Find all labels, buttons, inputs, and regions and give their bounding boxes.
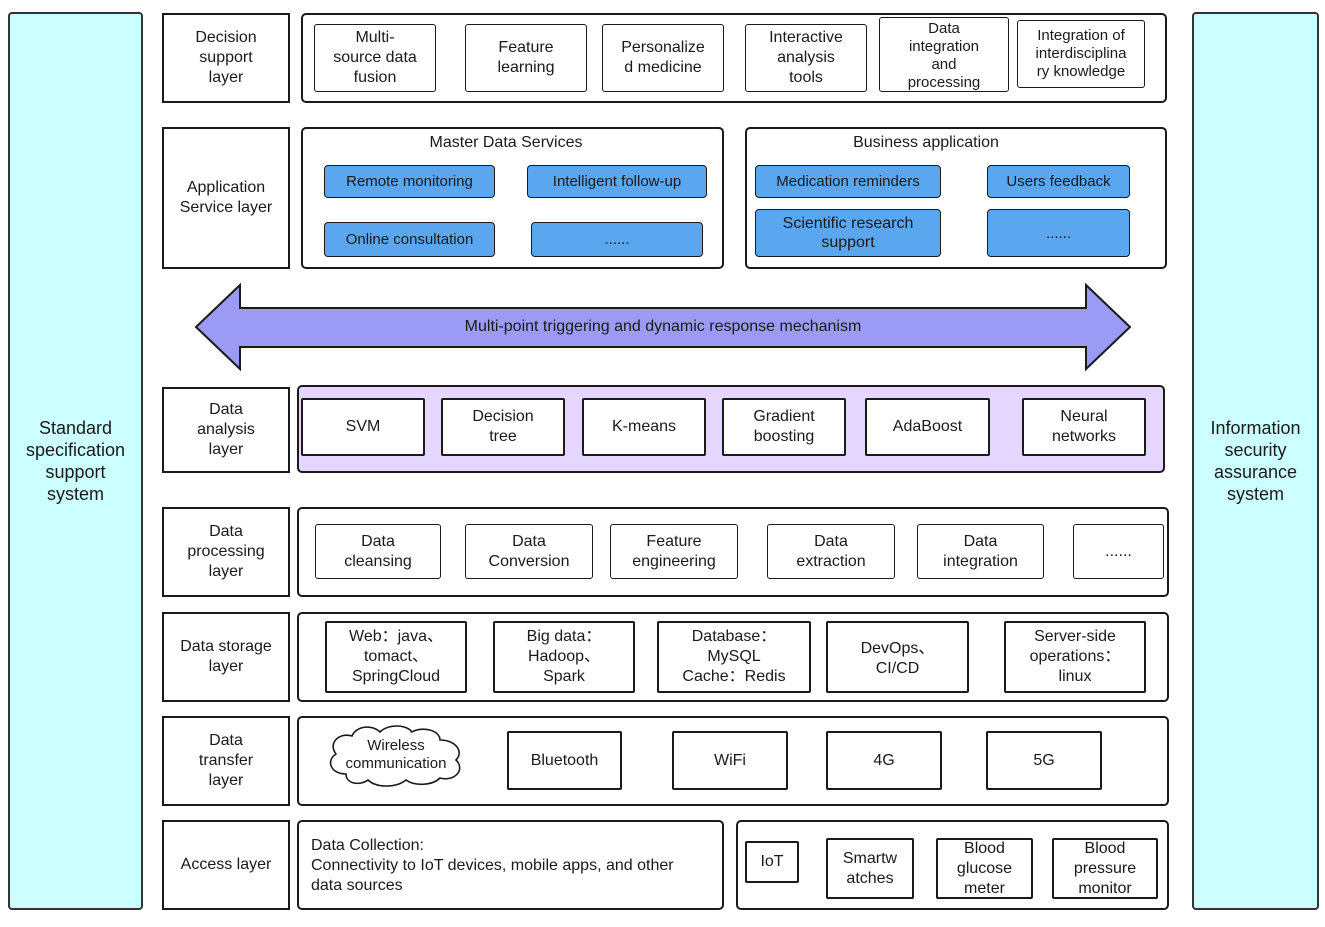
transfer-protocol: Bluetooth xyxy=(507,731,622,790)
wireless-communication-label: Wireless communication xyxy=(345,737,447,772)
cloud-icon xyxy=(329,725,461,787)
mechanism-label: Multi-point triggering and dynamic respo… xyxy=(464,318,862,335)
storage-technology: Server-side operations： linux xyxy=(1004,621,1146,693)
decision-item: Multi- source data fusion xyxy=(314,24,436,92)
storage-technology: Big data： Hadoop、 Spark xyxy=(493,621,635,693)
data-processing-layer-label: Data processing layer xyxy=(162,507,290,597)
double-arrow-icon xyxy=(194,282,1132,372)
analysis-algorithm: K-means xyxy=(582,398,706,456)
master-service-item: Online consultation xyxy=(324,222,495,257)
decision-item: Data integration and processing xyxy=(879,17,1009,92)
processing-step: Data integration xyxy=(917,524,1044,579)
analysis-algorithm: Decision tree xyxy=(441,398,565,456)
decision-support-layer-label: Decision support layer xyxy=(162,13,290,103)
analysis-algorithm: Neural networks xyxy=(1022,398,1146,456)
access-device: Smartw atches xyxy=(826,838,914,899)
processing-step: ...... xyxy=(1073,524,1164,579)
access-device: IoT xyxy=(745,841,799,883)
access-device: Blood pressure monitor xyxy=(1052,838,1158,899)
access-device: Blood glucose meter xyxy=(936,838,1033,899)
master-service-item: Remote monitoring xyxy=(324,165,495,198)
decision-item: Personalize d medicine xyxy=(602,24,724,92)
data-collection-panel xyxy=(297,820,724,910)
storage-technology: Database： MySQL Cache：Redis xyxy=(657,621,811,693)
decision-item: Integration of interdisciplina ry knowle… xyxy=(1017,20,1145,88)
storage-technology: DevOps、 CI/CD xyxy=(826,621,969,693)
master-data-services-title: Master Data Services xyxy=(429,134,583,151)
business-application-title: Business application xyxy=(853,134,999,151)
information-security-pillar: Information security assurance system xyxy=(1192,12,1319,910)
processing-step: Data Conversion xyxy=(465,524,593,579)
business-application-item: ...... xyxy=(987,209,1130,257)
business-application-item: Users feedback xyxy=(987,165,1130,198)
analysis-algorithm: Gradient boosting xyxy=(722,398,846,456)
analysis-algorithm: SVM xyxy=(301,398,425,456)
processing-step: Data cleansing xyxy=(315,524,441,579)
data-transfer-layer-label: Data transfer layer xyxy=(162,716,290,806)
master-service-item: ...... xyxy=(531,222,703,257)
standard-specification-pillar: Standard specification support system xyxy=(8,12,143,910)
decision-item: Interactive analysis tools xyxy=(745,24,867,92)
transfer-protocol: WiFi xyxy=(672,731,788,790)
business-application-item: Medication reminders xyxy=(755,165,941,198)
data-collection-text: Data Collection: Connectivity to IoT dev… xyxy=(311,837,674,894)
data-analysis-layer-label: Data analysis layer xyxy=(162,387,290,473)
decision-item: Feature learning xyxy=(465,24,587,92)
data-storage-layer-label: Data storage layer xyxy=(162,612,290,702)
transfer-protocol: 5G xyxy=(986,731,1102,790)
analysis-algorithm: AdaBoost xyxy=(865,398,990,456)
processing-step: Data extraction xyxy=(767,524,895,579)
master-service-item: Intelligent follow-up xyxy=(527,165,707,198)
transfer-protocol: 4G xyxy=(826,731,942,790)
business-application-item: Scientific research support xyxy=(755,209,941,257)
processing-step: Feature engineering xyxy=(610,524,738,579)
access-layer-label: Access layer xyxy=(162,820,290,910)
application-service-layer-label: Application Service layer xyxy=(162,127,290,269)
storage-technology: Web：java、 tomact、 SpringCloud xyxy=(325,621,467,693)
